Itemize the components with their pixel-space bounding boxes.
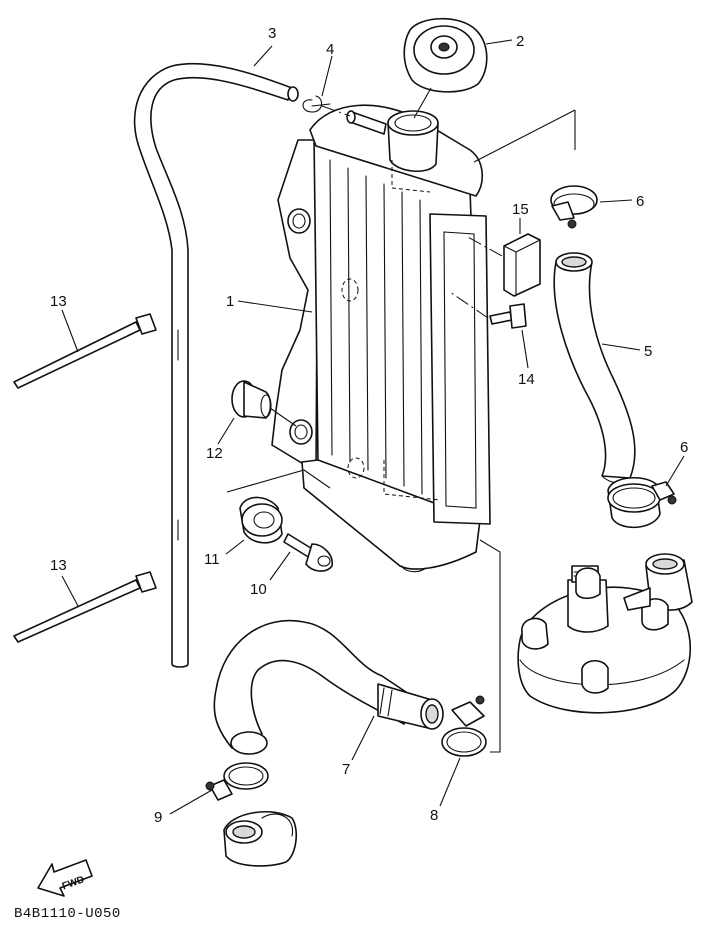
cable-tie-lower-part-13 xyxy=(13,571,157,643)
callout-numbers: 1 2 3 4 5 6 6 7 8 9 10 11 12 13 13 14 15 xyxy=(50,25,688,826)
callout-13-upper: 13 xyxy=(50,293,67,310)
callout-6-lower: 6 xyxy=(680,439,688,456)
radiator-part-1 xyxy=(271,104,491,573)
callout-leaders xyxy=(61,39,685,815)
callout-13-lower: 13 xyxy=(50,557,67,574)
bolt-part-14 xyxy=(449,291,527,329)
callout-4: 4 xyxy=(326,41,334,58)
bolt-part-10 xyxy=(283,533,333,572)
callout-14: 14 xyxy=(518,371,535,388)
diagram-code: B4B1110-U050 xyxy=(14,906,121,922)
callout-15: 15 xyxy=(512,201,529,218)
callout-7: 7 xyxy=(342,761,350,778)
damper-part-11 xyxy=(239,496,283,544)
hose-clamp-upper-part-6 xyxy=(550,185,598,229)
overflow-tube-part-3 xyxy=(133,62,299,668)
callout-12: 12 xyxy=(206,445,223,462)
pad-part-15 xyxy=(465,233,541,297)
radiator-cap-part-2 xyxy=(403,18,488,119)
callout-5: 5 xyxy=(644,343,652,360)
callout-2: 2 xyxy=(516,33,524,50)
assembly-guide-lines xyxy=(226,109,576,753)
hose-clamp-part-9 xyxy=(205,762,269,801)
hose-clamp-lower-part-6 xyxy=(607,477,677,529)
grommet-part-12 xyxy=(231,380,297,427)
cable-tie-upper-part-13 xyxy=(13,313,157,389)
hose-clamp-part-8 xyxy=(441,695,487,757)
clip-part-4 xyxy=(302,95,351,117)
callout-11: 11 xyxy=(204,551,220,568)
callout-3: 3 xyxy=(268,25,276,42)
callout-10: 10 xyxy=(250,581,267,598)
callout-1: 1 xyxy=(226,293,234,310)
callout-6-upper: 6 xyxy=(636,193,644,210)
callout-8: 8 xyxy=(430,807,438,824)
callout-9: 9 xyxy=(154,809,162,826)
cylinder-head xyxy=(517,553,693,714)
radiator-hose-upper-part-5 xyxy=(553,252,636,484)
fwd-arrow-icon: FWD xyxy=(37,859,93,897)
radiator-hose-lower-part-7 xyxy=(213,619,444,755)
water-pump-fitting xyxy=(223,811,298,867)
